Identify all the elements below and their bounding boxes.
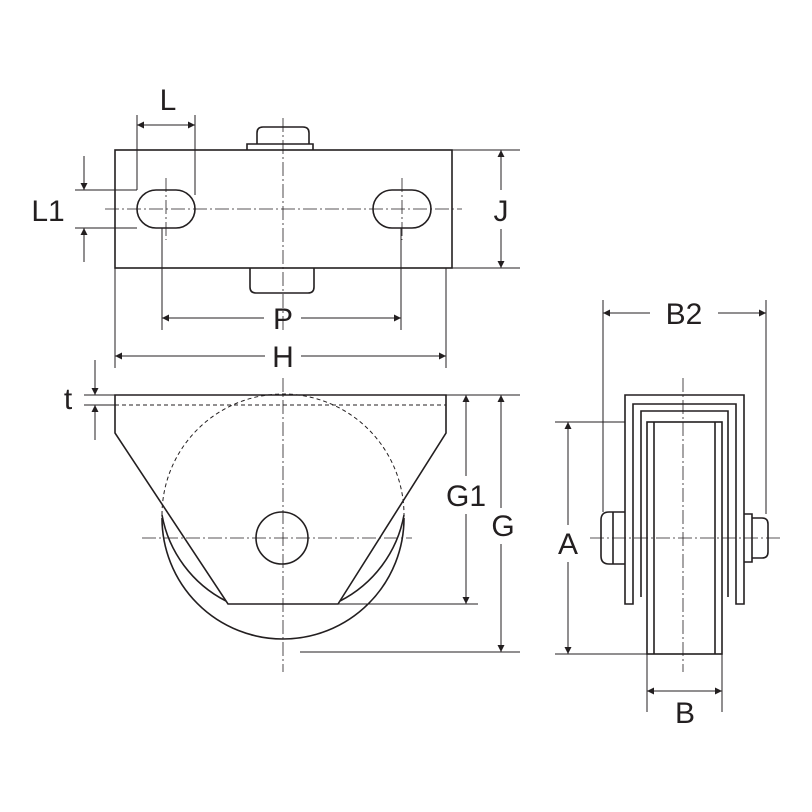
dimension-b2: B2	[602, 298, 767, 514]
dimension-h: H	[114, 268, 447, 374]
label-b2: B2	[666, 298, 703, 331]
bracket-front	[114, 394, 447, 605]
dimension-l1: L1	[31, 156, 137, 262]
bracket-inner-side	[640, 410, 729, 597]
front-view	[114, 378, 447, 672]
dimension-p: P	[161, 228, 402, 336]
top-view	[105, 118, 462, 330]
label-l: L	[160, 84, 177, 117]
label-p: P	[273, 303, 293, 336]
dimension-g1: G1	[338, 394, 520, 605]
wheel-hidden-edge	[161, 393, 405, 516]
bolt-washer-top	[246, 143, 314, 150]
label-l1: L1	[31, 195, 64, 228]
label-g: G	[491, 510, 514, 543]
dimension-t: t	[64, 360, 115, 440]
label-h: H	[272, 341, 294, 374]
dimension-l: L	[136, 84, 196, 195]
side-view	[590, 378, 780, 672]
label-b: B	[675, 697, 695, 730]
label-t: t	[64, 383, 73, 416]
dimension-j: J	[452, 149, 520, 269]
bracket-side	[624, 394, 745, 605]
dimension-g: G	[300, 395, 520, 653]
label-j: J	[494, 195, 509, 228]
label-g1: G1	[446, 480, 486, 513]
label-a: A	[558, 528, 578, 561]
dimension-b: B	[646, 654, 723, 730]
dimension-a: A	[555, 421, 647, 655]
bolt-end-bottom	[249, 268, 315, 294]
